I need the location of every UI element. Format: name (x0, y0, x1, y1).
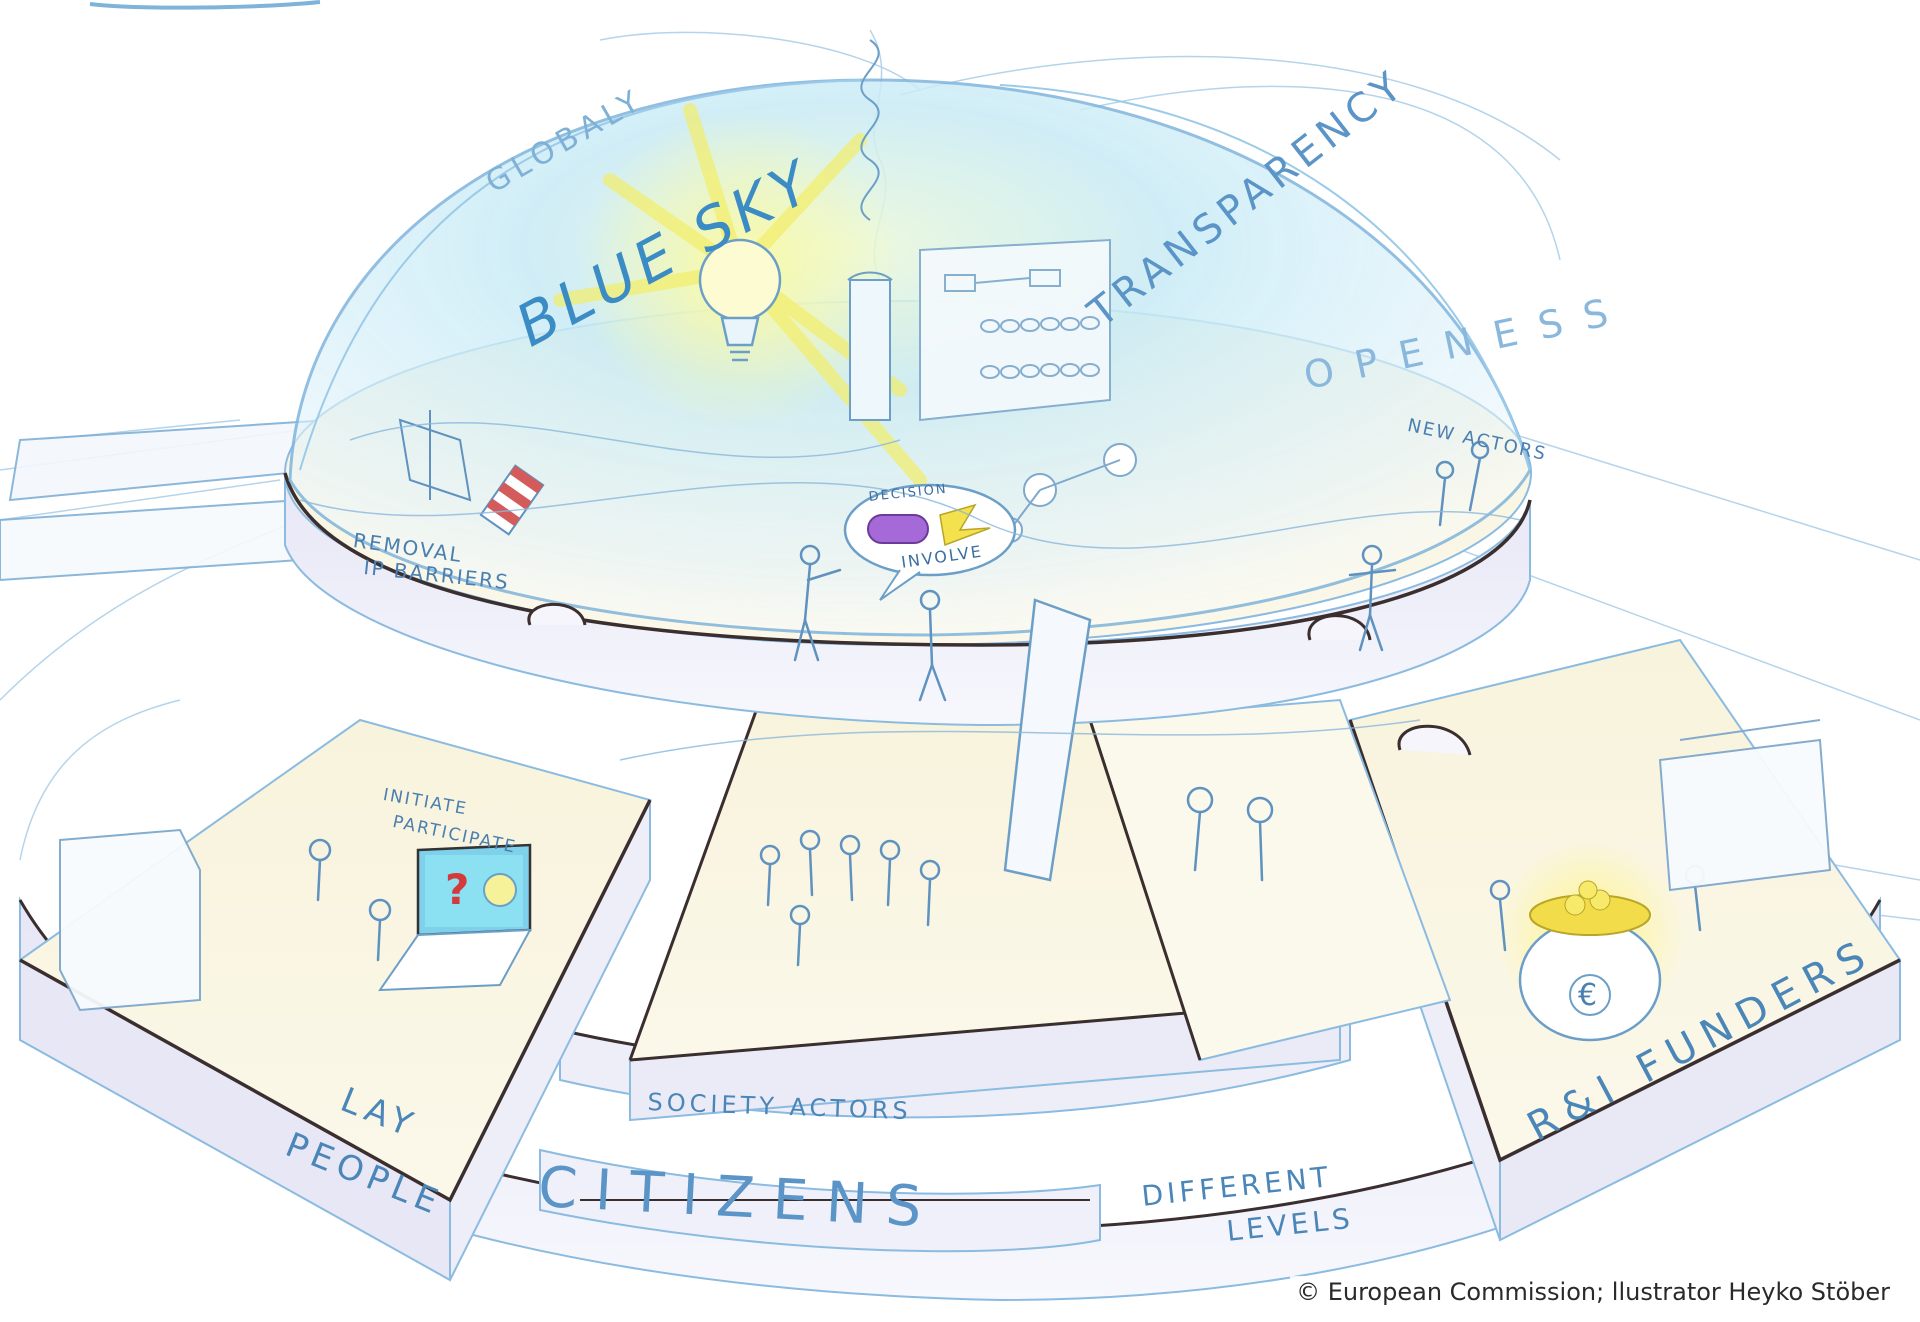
copyright-credit: © European Commission; llustrator Heyko … (1290, 1276, 1896, 1308)
spiral-tower (847, 39, 893, 421)
dome-swirl-lines (299, 421, 1521, 761)
lay-people-block (18, 718, 652, 1282)
stick-figures (308, 440, 1706, 967)
pot-of-gold-icon (1495, 840, 1685, 1042)
decision-bubble (843, 483, 1017, 601)
corner-sketch-mark (89, 0, 321, 10)
building-sketches (59, 719, 1832, 1012)
network-nodes (997, 443, 1137, 543)
left-wing-slab (0, 418, 332, 582)
laptop-icon (378, 843, 532, 992)
central-pillar (1003, 598, 1092, 882)
question-mark: ? (445, 865, 470, 914)
org-chart-panel (919, 238, 1111, 422)
citizens-band (539, 1148, 1101, 1253)
barrier-stripes (486, 465, 544, 527)
lightbulb-icon (698, 238, 782, 362)
euro-symbol: € (1578, 978, 1598, 1013)
